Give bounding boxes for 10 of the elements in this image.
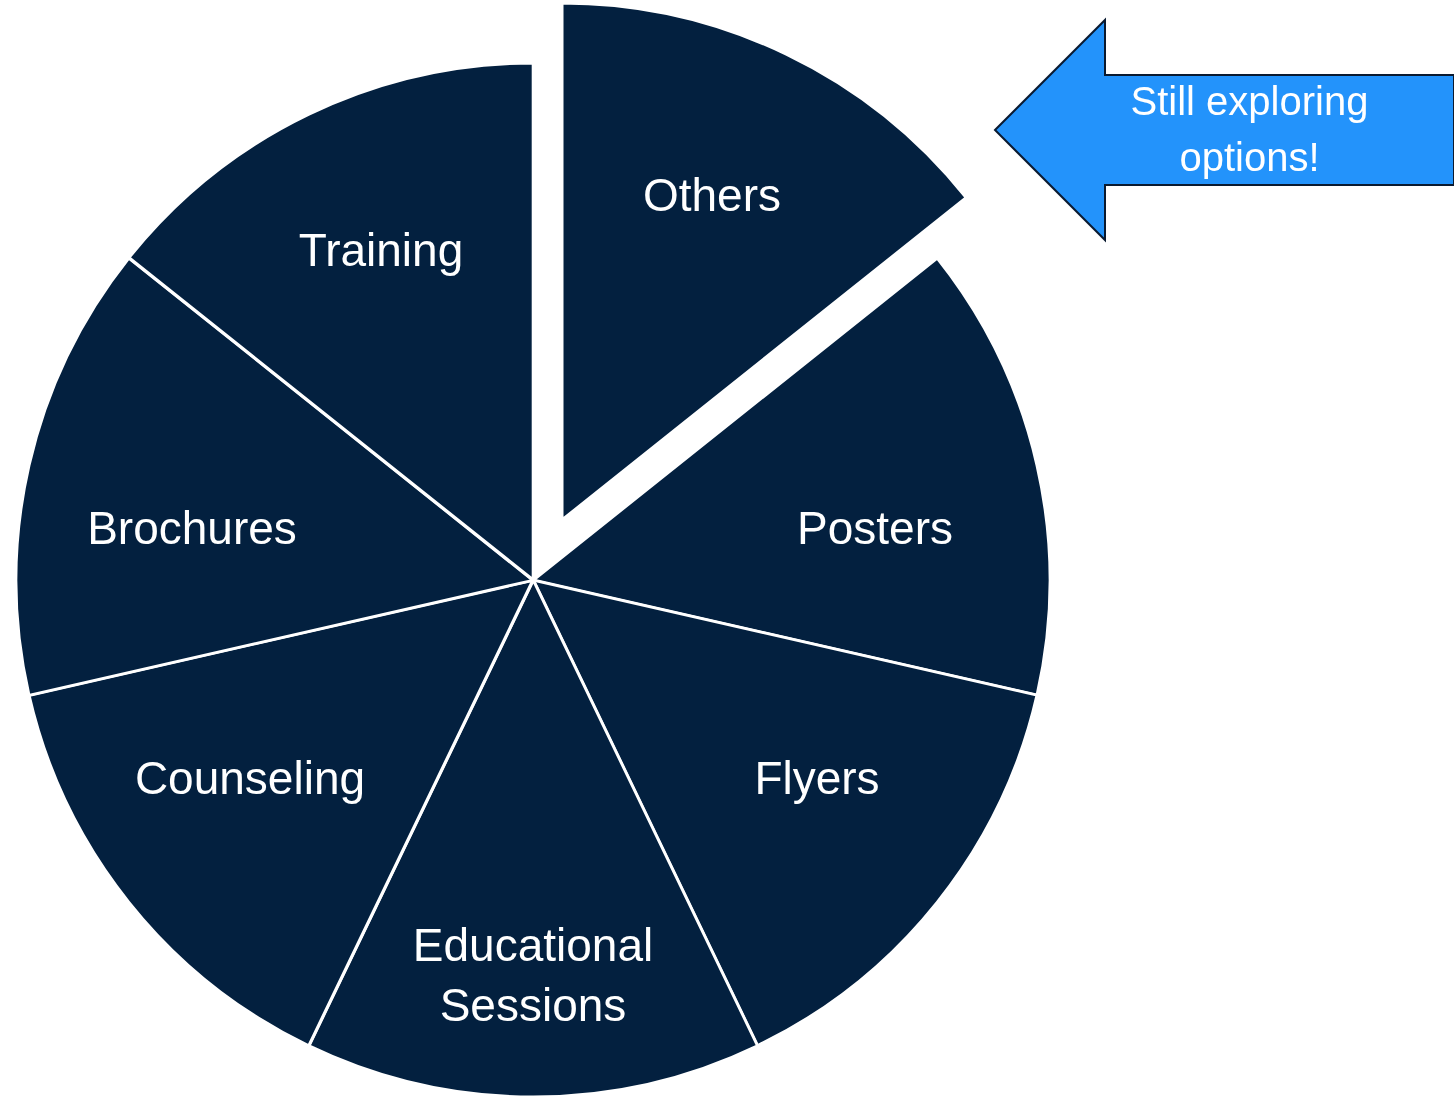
slice-label: Flyers (753, 751, 881, 806)
pie-slice (533, 257, 1050, 695)
slice-label: Training (297, 223, 465, 278)
callout-text: Still exploring options! (1129, 78, 1370, 181)
arrow-callout (995, 20, 1454, 240)
slice-label: Counseling (133, 751, 367, 806)
slice-label: Others (641, 168, 782, 223)
slice-label: Brochures (86, 501, 298, 556)
slice-label: Posters (796, 501, 954, 556)
slice-label: Educational Sessions (411, 918, 655, 1033)
